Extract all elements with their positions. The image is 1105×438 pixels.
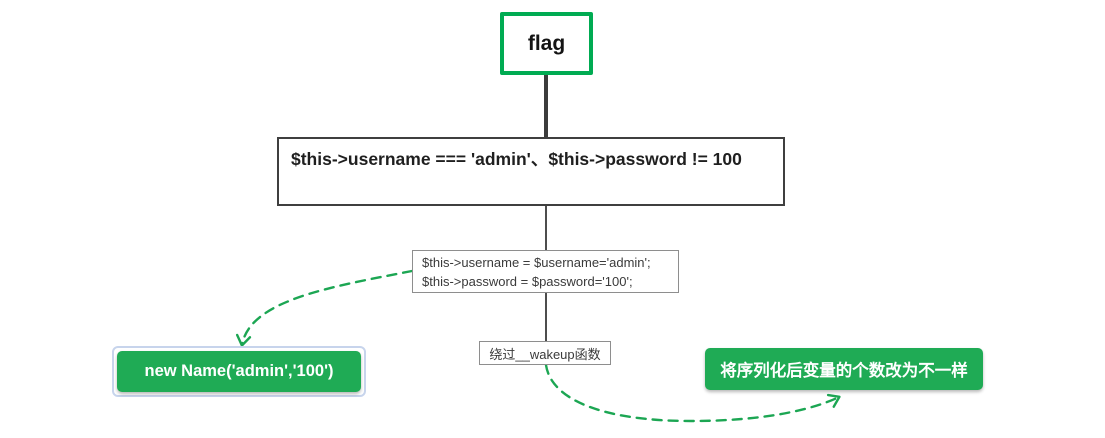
node-serialize-trick[interactable]: 将序列化后变量的个数改为不一样	[705, 348, 983, 390]
node-wakeup-bypass[interactable]: 绕过__wakeup函数	[479, 341, 611, 365]
connector-assignment-to-wakeup	[545, 292, 547, 342]
node-assignment[interactable]: $this->username = $username='admin'; $th…	[412, 250, 679, 293]
node-payload-label: new Name('admin','100')	[144, 362, 334, 380]
node-flag[interactable]: flag	[500, 12, 593, 75]
node-wakeup-label: 绕过__wakeup函数	[489, 346, 601, 362]
arrow-wakeup-to-serialize-trick[interactable]	[544, 363, 841, 423]
payload-selection-outline: new Name('admin','100')	[112, 346, 366, 397]
connector-flag-to-condition	[544, 75, 548, 138]
node-payload[interactable]: new Name('admin','100')	[117, 351, 361, 392]
assignment-line-1: $this->username = $username='admin';	[422, 255, 651, 270]
node-condition-label: $this->username === 'admin'、$this->passw…	[291, 149, 742, 169]
assignment-line-2: $this->password = $password='100';	[422, 274, 633, 289]
node-serialize-trick-label: 将序列化后变量的个数改为不一样	[720, 362, 968, 380]
connector-condition-to-assignment	[545, 205, 547, 251]
node-flag-label: flag	[527, 31, 566, 55]
node-condition[interactable]: $this->username === 'admin'、$this->passw…	[277, 137, 785, 206]
arrow-assignment-to-payload[interactable]	[235, 269, 414, 347]
